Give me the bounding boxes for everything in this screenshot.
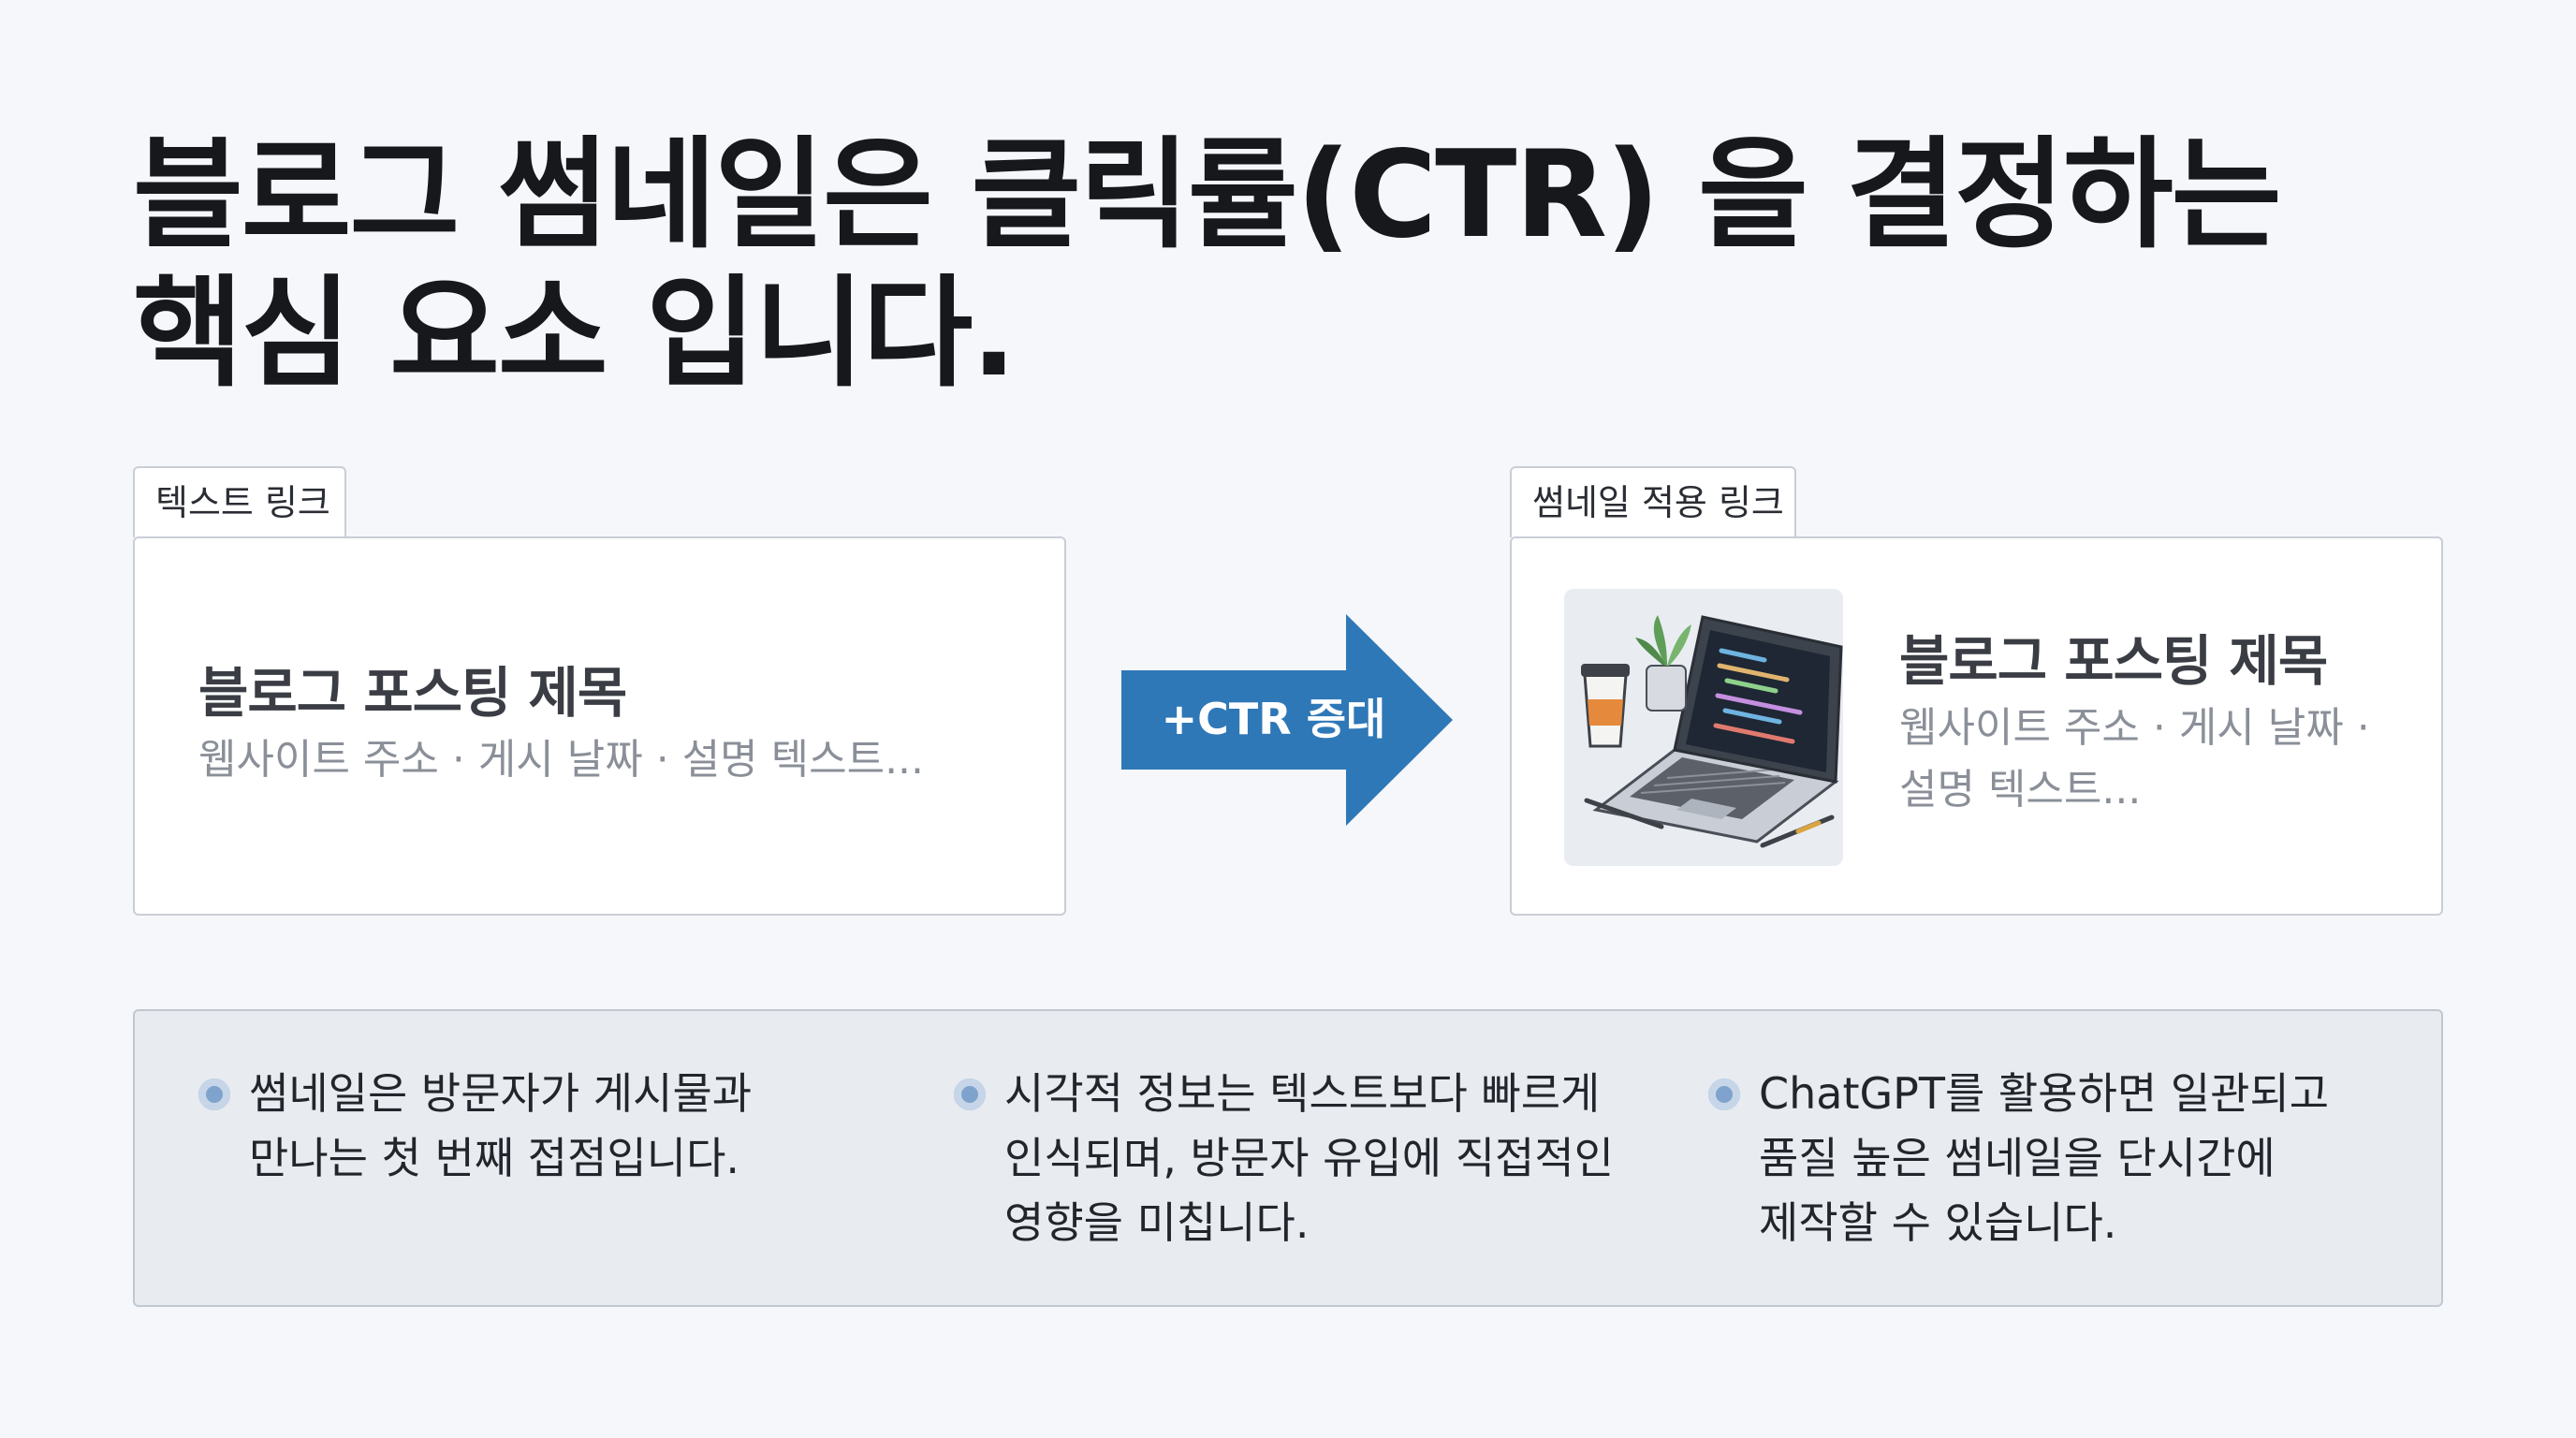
thumbnail-link-post-title: 블로그 포스팅 제목: [1899, 629, 2328, 693]
laptop-coffee-plant-illustration: [1564, 589, 1843, 866]
thumbnail-link-meta-line-2: 설명 텍스트...: [1899, 766, 2142, 814]
arrow-shape: [1121, 614, 1453, 826]
bullet-dot-icon: [954, 1078, 986, 1110]
ctr-increase-arrow: [1121, 614, 1453, 826]
ctr-increase-label: +CTR 증대: [1161, 694, 1386, 744]
thumbnail-link-meta-line-1: 웹사이트 주소 · 게시 날짜 ·: [1899, 704, 2370, 752]
key-point-line: 제작할 수 있습니다.: [1759, 1197, 2117, 1248]
text-link-post-meta: 웹사이트 주소 · 게시 날짜 · 설명 텍스트...: [198, 736, 925, 784]
key-point-text: 시각적 정보는 텍스트보다 빠르게 인식되며, 방문자 유입에 직접적인 영향을…: [1004, 1062, 1614, 1255]
key-point-line: ChatGPT를 활용하면 일관되고: [1759, 1068, 2330, 1119]
key-point-line: 영향을 미칩니다.: [1004, 1197, 1310, 1248]
headline-line-2: 핵심 요소 입니다.: [133, 264, 1017, 404]
text-link-post-title: 블로그 포스팅 제목: [198, 661, 627, 725]
key-point-line: 시각적 정보는 텍스트보다 빠르게: [1004, 1068, 1601, 1119]
key-points-panel: 썸네일은 방문자가 게시물과 만나는 첫 번째 접점입니다. 시각적 정보는 텍…: [133, 1009, 2443, 1307]
thumbnail-link-tab: 썸네일 적용 링크: [1510, 466, 1796, 537]
text-link-card: 블로그 포스팅 제목 웹사이트 주소 · 게시 날짜 · 설명 텍스트...: [133, 536, 1066, 916]
key-point-text: ChatGPT를 활용하면 일관되고 품질 높은 썸네일을 단시간에 제작할 수…: [1759, 1062, 2329, 1255]
key-point-line: 품질 높은 썸네일을 단시간에: [1759, 1133, 2276, 1183]
thumbnail-link-card: 블로그 포스팅 제목 웹사이트 주소 · 게시 날짜 · 설명 텍스트...: [1510, 536, 2443, 916]
key-point-line: 썸네일은 방문자가 게시물과: [249, 1068, 753, 1119]
key-point-line: 인식되며, 방문자 유입에 직접적인: [1004, 1133, 1614, 1183]
key-point-line: 만나는 첫 번째 접점입니다.: [249, 1133, 740, 1183]
headline-line-1: 블로그 썸네일은 클릭률(CTR) 을 결정하는: [133, 125, 2281, 265]
thumbnail-image: [1564, 589, 1843, 866]
bullet-dot-icon: [198, 1078, 230, 1110]
bullet-dot-icon: [1708, 1078, 1740, 1110]
page-headline: 블로그 썸네일은 클릭률(CTR) 을 결정하는 핵심 요소 입니다.: [133, 125, 2281, 404]
key-point-text: 썸네일은 방문자가 게시물과 만나는 첫 번째 접점입니다.: [249, 1062, 752, 1191]
thumbnail-link-post-meta: 웹사이트 주소 · 게시 날짜 · 설명 텍스트...: [1899, 697, 2370, 821]
text-link-tab: 텍스트 링크: [133, 466, 346, 537]
